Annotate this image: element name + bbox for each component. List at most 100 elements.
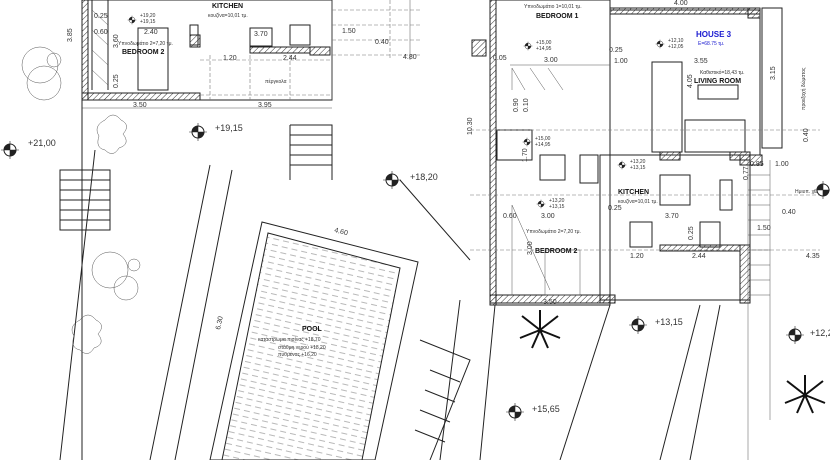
level-text: +13,15	[655, 317, 683, 327]
level-marks: +15,00+14,95 +12,10+12,05 +15,00+14,95 +…	[522, 38, 684, 210]
level-marker-icon	[0, 140, 20, 160]
site-lines	[21, 46, 826, 460]
dimension-text: 0.25	[608, 205, 622, 212]
side-label: προεξοχή δώματος	[800, 67, 807, 110]
bedroom1-area: Υπνοδωμάτιο 1=10,01 τμ.	[524, 3, 582, 10]
level-marker-icon	[785, 325, 805, 345]
dimension-text: 10.30	[467, 117, 474, 135]
dimension: 3.70	[254, 31, 268, 38]
right-unit: HOUSE 3 E=68.75 τμ. Υπνοδωμάτιο 1=10,01 …	[467, 0, 821, 306]
kitchen-area: κουζίνα=10,01 τμ.	[618, 199, 658, 205]
pool-label: POOL	[302, 326, 323, 333]
dimension-text: 3.55	[694, 58, 708, 65]
dimension: 3.85	[67, 28, 74, 42]
left-bedroom2-label: BEDROOM 2	[122, 49, 165, 56]
dimension-text: 3.70	[665, 213, 679, 220]
dimension-text: +15,00	[535, 136, 551, 142]
dimension-text: 0.60	[503, 213, 517, 220]
dimension-text: +13,20	[630, 159, 646, 165]
dimension-text: 1.00	[775, 161, 789, 168]
dimension: 2.40	[144, 29, 158, 36]
dimension-text: 0.40	[803, 128, 810, 142]
dimension-text: +15,00	[536, 40, 552, 46]
left-unit: KITCHEN κουζίνα=10,01 τμ. Υπνοδωμάτιο 2=…	[67, 0, 420, 109]
level-text: +19,15	[215, 123, 243, 133]
pool-note: στάθμη νερού +18,20	[278, 344, 326, 351]
dimension-text: +14,95	[535, 142, 551, 148]
level-marker-icon	[628, 315, 648, 335]
level-marker-icon	[523, 41, 533, 51]
kitchen-label: KITCHEN	[618, 189, 649, 196]
dimension-text: 1.50	[757, 225, 771, 232]
left-bedroom2-area: Υπνοδωμάτιο 2=7,20 τμ.	[118, 40, 173, 47]
level-marker-icon	[536, 199, 546, 209]
dimension-text: +12,05	[668, 44, 684, 50]
bedroom2-area: Υπνοδωμάτιο 2=7,20 τμ.	[526, 228, 581, 235]
dimension-text: +13,15	[630, 165, 646, 171]
dimension-text: 2.44	[692, 253, 706, 260]
house-area: E=68.75 τμ.	[698, 41, 724, 47]
dimension: 3.60	[113, 34, 120, 48]
level-text: +19,20	[140, 13, 156, 19]
dimension: 3.50	[133, 102, 147, 109]
dimension-text: 3.00	[527, 241, 534, 255]
dimension-text: 4.05	[687, 74, 694, 88]
dimension-text: 3.50	[543, 299, 557, 306]
terrace-label: Ημιυπ. χώρ	[795, 188, 821, 195]
left-kitchen-label: KITCHEN	[212, 3, 243, 10]
dimension-text: 0.40	[782, 209, 796, 216]
dimension: 3.95	[258, 102, 272, 109]
right-stairs	[747, 160, 771, 305]
dimension-text: +13,15	[549, 204, 565, 210]
dimension-text: 3.00	[544, 57, 558, 64]
dimension-text: 3.15	[770, 66, 777, 80]
dimension-text: 3.00	[541, 213, 555, 220]
dimension-text: +14,95	[536, 46, 552, 52]
living-label: LIVING ROOM	[694, 78, 741, 85]
dimension: 6.30	[215, 316, 225, 331]
dimension: 2.44	[283, 55, 297, 62]
dimension: 0.40	[375, 39, 389, 46]
shrub-icon	[96, 114, 127, 154]
dimension: 0.60	[94, 29, 108, 36]
level-text: +21,00	[28, 138, 56, 148]
dimension: 4.60	[334, 227, 349, 237]
bedroom1-label: BEDROOM 1	[536, 13, 579, 20]
bedroom2-label: BEDROOM 2	[535, 248, 578, 255]
dimension-text: 0.77	[743, 166, 750, 180]
dimension: 1.20	[223, 55, 237, 62]
level-text: +18,20	[410, 172, 438, 182]
level-marker-icon	[522, 137, 532, 147]
dimension-text: 0.10	[523, 98, 530, 112]
site-levels: +21,00 +19,15 +18,20 +15,65 +13,15 +12,2	[0, 122, 830, 422]
level-marker-icon	[127, 15, 137, 25]
left-kitchen-area: κουζίνα=10,01 τμ.	[208, 13, 248, 19]
level-marker-icon	[382, 170, 402, 190]
left-stairs	[331, 0, 420, 100]
dimension-text: 1.00	[614, 58, 628, 65]
dimension-text: 0.25	[688, 226, 695, 240]
level-marker-icon	[813, 180, 830, 200]
dimension: 4.80	[403, 54, 417, 61]
level-marker-icon	[617, 160, 627, 170]
palm-icon	[519, 310, 561, 349]
dimension-text: 4.35	[806, 253, 820, 260]
pool-note: πυθμένας +16,20	[278, 351, 317, 358]
level-text: +12,2	[810, 328, 830, 338]
pool: POOL κατάστρωμα πισίνας +18,70 στάθμη νε…	[209, 221, 419, 460]
dimension-text: 0.05	[493, 55, 507, 62]
level-text: +19,15	[140, 19, 156, 25]
dimension: 0.25	[94, 13, 108, 20]
house-label: HOUSE 3	[696, 30, 732, 39]
pergola-label: πέργκολα	[265, 78, 287, 85]
dimension-text: 0.90	[513, 98, 520, 112]
dimension-text: 1.70	[522, 148, 529, 162]
level-marker-icon	[188, 122, 208, 142]
shrub-icon	[71, 314, 102, 354]
pool-note: κατάστρωμα πισίνας +18,70	[258, 336, 321, 343]
dimension-text: +12,10	[668, 38, 684, 44]
living-area: Καθιστικό=18,43 τμ.	[700, 69, 745, 76]
dimension-text: 1.20	[630, 253, 644, 260]
